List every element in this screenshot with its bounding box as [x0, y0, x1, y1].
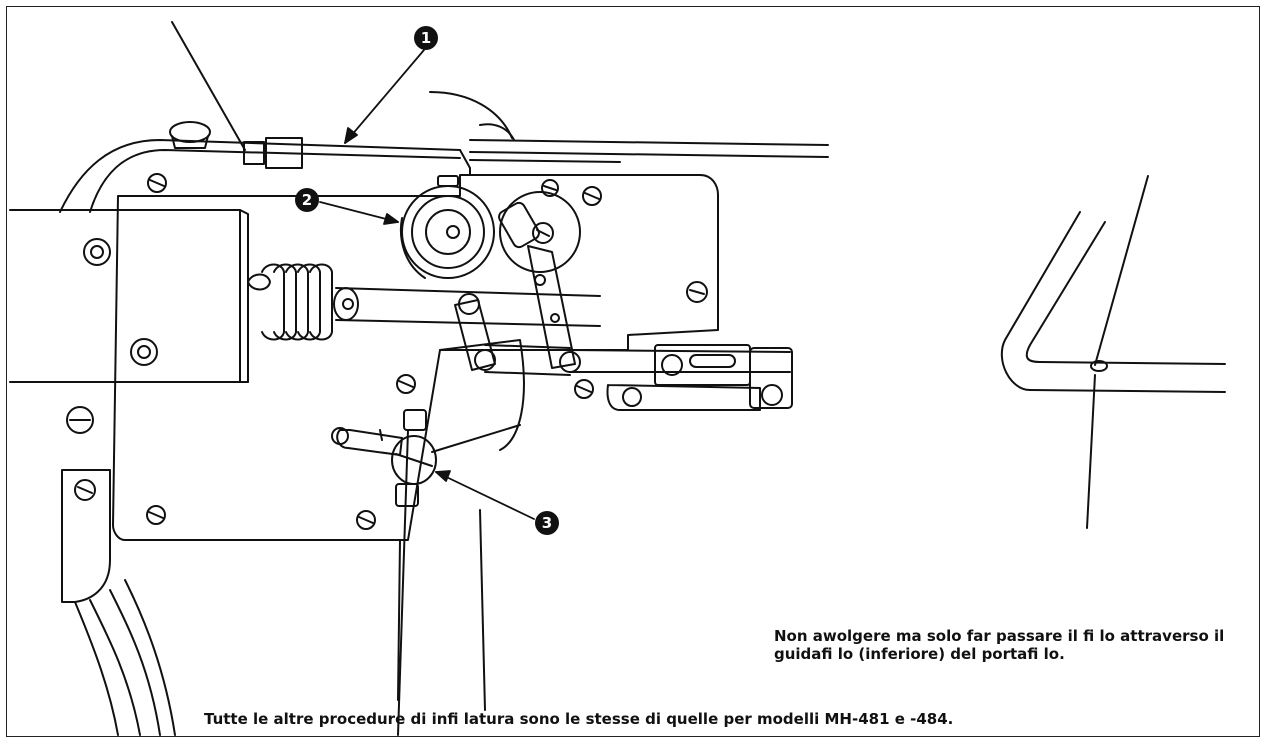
tension-shaft	[333, 287, 601, 327]
left-housing	[9, 209, 249, 383]
upper-thread	[171, 21, 246, 151]
callout-3-label: 3	[542, 514, 552, 532]
cable-clamp	[61, 469, 176, 736]
inset-needle-detail	[1000, 175, 1226, 529]
footer-caption: Tutte le altre procedure di infi latura …	[204, 710, 954, 728]
plate-screws	[66, 173, 708, 530]
threading-note: Non awolgere ma solo far passare il fi l…	[774, 627, 1254, 663]
lower-thread	[397, 429, 409, 736]
machine-column	[397, 339, 525, 711]
thread-guide-bracket	[606, 344, 793, 411]
lower-thread-guide	[331, 409, 521, 507]
top-rails	[59, 137, 829, 213]
callout-1-label: 1	[421, 29, 431, 47]
threading-note-line-1: Non awolgere ma solo far passare il fi l…	[774, 627, 1225, 645]
background-arc	[429, 91, 513, 139]
tension-disc	[399, 175, 495, 279]
tension-spring	[247, 263, 333, 341]
callout-arrows	[319, 49, 535, 520]
main-plate	[112, 174, 719, 541]
callout-badge-2: 2	[295, 188, 319, 212]
threading-note-line-2: guidafi lo (inferiore) del portafi lo.	[774, 645, 1065, 663]
callout-2-label: 2	[302, 191, 312, 209]
callout-badge-3: 3	[535, 511, 559, 535]
top-screw	[169, 121, 211, 149]
callout-badge-1: 1	[414, 26, 438, 50]
take-up-linkage	[454, 191, 791, 376]
